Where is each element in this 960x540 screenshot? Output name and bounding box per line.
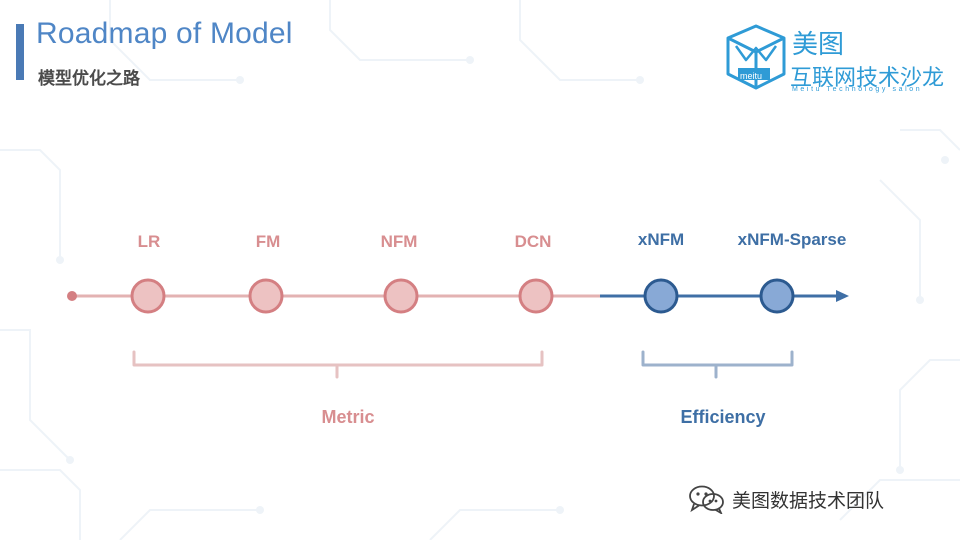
metric-bracket xyxy=(132,350,544,379)
logo-subtitle-cn: 互联网技术沙龙 xyxy=(790,66,945,91)
node-label-dcn: DCN xyxy=(514,232,552,251)
logo-title-cn: 美图 xyxy=(792,30,845,60)
timeline-start-dot xyxy=(67,291,77,301)
slide-subtitle: 模型优化之路 xyxy=(38,69,140,89)
node-label-nfm: NFM xyxy=(380,232,418,251)
node-xnfm-sparse xyxy=(759,278,795,314)
title-accent-bar xyxy=(16,24,24,80)
timeline-arrow-head xyxy=(836,290,849,302)
node-label-fm: FM xyxy=(255,232,281,251)
node-nfm xyxy=(383,278,419,314)
efficiency-bracket xyxy=(641,350,794,379)
node-label-xnfm-sparse: xNFM-Sparse xyxy=(737,230,847,249)
node-label-xnfm: xNFM xyxy=(637,230,685,249)
node-fm xyxy=(248,278,284,314)
wechat-icon xyxy=(689,485,724,514)
group-label-metric: Metric xyxy=(321,407,375,427)
logo-subtitle-en: Meitu Technology salon xyxy=(792,86,923,93)
node-lr xyxy=(130,278,166,314)
group-label-efficiency: Efficiency xyxy=(680,407,766,427)
node-dcn xyxy=(518,278,554,314)
logo-badge-text: meitu xyxy=(740,71,763,81)
footer-watermark: 美图数据技术团队 xyxy=(688,484,884,514)
node-xnfm xyxy=(643,278,679,314)
meitu-logo-icon xyxy=(726,24,786,90)
node-label-lr: LR xyxy=(137,232,161,251)
slide-title: Roadmap of Model xyxy=(36,17,293,50)
footer-text: 美图数据技术团队 xyxy=(732,489,885,512)
